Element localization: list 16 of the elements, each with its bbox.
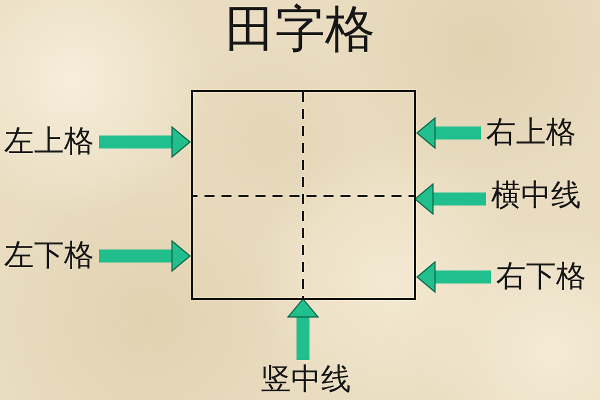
- arrow: [99, 240, 191, 272]
- title: 田字格: [225, 4, 375, 54]
- part-label: 横中线: [491, 181, 581, 211]
- arrow: [414, 183, 486, 215]
- arrow: [416, 261, 491, 293]
- part-label: 右上格: [486, 118, 576, 148]
- arrow: [99, 126, 191, 158]
- part-label: 左下格: [4, 241, 94, 271]
- arrow: [287, 298, 319, 360]
- dashed-line: [193, 195, 414, 197]
- part-label: 右下格: [496, 262, 586, 292]
- grid-square: [191, 90, 416, 300]
- dashed-line: [302, 92, 304, 298]
- part-label: 左上格: [4, 127, 94, 157]
- part-label: 竖中线: [261, 365, 351, 395]
- arrow: [416, 117, 481, 149]
